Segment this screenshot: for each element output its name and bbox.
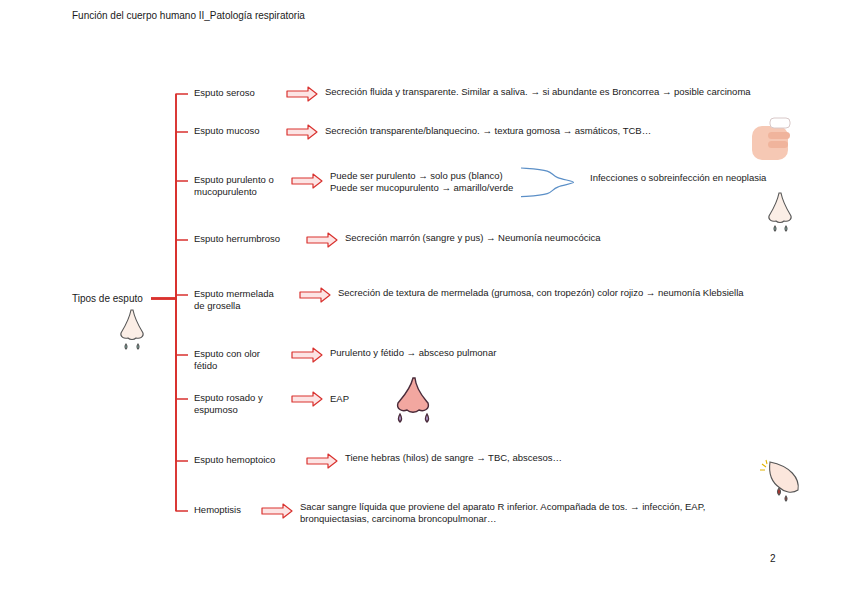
type-label: Esputo rosado y espumoso	[194, 392, 267, 417]
text-line: Puede ser purulento → solo pus (blanco)	[330, 170, 518, 182]
bracket-connector	[151, 299, 188, 400]
text-line: Esputo mermelada de grosella	[194, 288, 278, 313]
curly-brace	[521, 168, 574, 197]
description-text: Secreción de textura de mermelada (grumo…	[338, 287, 748, 299]
description-text: Sacar sangre líquida que proviene del ap…	[300, 501, 710, 526]
text-line: Secreción fluida y transparente. Similar…	[325, 86, 755, 98]
bracket-connector	[151, 132, 188, 299]
description-text: Secreción marrón (sangre y pus) → Neumon…	[345, 232, 605, 244]
type-label: Esputo hemoptoico	[194, 454, 280, 466]
text-line: Infecciones o sobreinfección en neoplasi…	[590, 172, 771, 184]
block-arrow	[307, 233, 337, 247]
description-text: Tiene hebras (hilos) de sangre → TBC, ab…	[345, 452, 567, 464]
text-line: Esputo rosado y espumoso	[194, 392, 267, 417]
block-arrow	[292, 174, 322, 188]
bracket-connector	[151, 299, 188, 462]
block-arrow	[300, 288, 330, 302]
block-arrow	[292, 392, 322, 406]
bleeding-nose-icon	[760, 460, 798, 501]
nose-icon	[121, 310, 143, 349]
nose-icon	[769, 193, 791, 231]
text-line: Secreción transparente/blanquecino. → te…	[325, 125, 656, 137]
bracket-connector	[151, 299, 188, 356]
text-line: Purulento y fétido → absceso pulmonar	[330, 347, 501, 359]
text-line: Sacar sangre líquida que proviene del ap…	[300, 501, 710, 526]
description-text: Secreción fluida y transparente. Similar…	[325, 86, 755, 98]
description-text: EAP	[330, 393, 354, 405]
block-arrow	[262, 504, 292, 518]
text-line: Tiene hebras (hilos) de sangre → TBC, ab…	[345, 452, 567, 464]
nose-icon	[398, 378, 429, 422]
note-text: Infecciones o sobreinfección en neoplasi…	[590, 172, 771, 184]
description-text: Puede ser purulento → solo pus (blanco)P…	[330, 170, 518, 195]
text-line: Esputo purulento o mucopurulento	[194, 174, 278, 199]
root-label: Tipos de esputo	[72, 292, 147, 305]
type-label: Esputo seroso	[194, 87, 259, 99]
text-line: Esputo herrumbroso	[194, 233, 285, 245]
description-text: Secreción transparente/blanquecino. → te…	[325, 125, 656, 137]
page-title: Función del cuerpo humano II_Patología r…	[72, 10, 305, 21]
bracket-connector	[151, 181, 188, 299]
type-label: Esputo herrumbroso	[194, 233, 285, 245]
type-label: Esputo con olor fétido	[194, 348, 265, 373]
text-line: Puede ser mucopurulento → amarillo/verde	[330, 182, 518, 194]
block-arrow	[307, 454, 337, 468]
text-line: Esputo con olor fétido	[194, 348, 265, 373]
type-label: Esputo mermelada de grosella	[194, 288, 278, 313]
type-label: Esputo purulento o mucopurulento	[194, 174, 278, 199]
hand-icon	[752, 118, 790, 160]
bracket-corner	[175, 94, 177, 511]
text-line: Esputo seroso	[194, 87, 259, 99]
block-arrow	[292, 348, 322, 362]
text-line: Hemoptisis	[194, 504, 245, 516]
bracket-connector	[151, 299, 188, 512]
bracket-connector	[151, 240, 188, 299]
type-label: Esputo mucoso	[194, 125, 264, 137]
text-line: Tipos de esputo	[72, 292, 147, 305]
description-text: Purulento y fétido → absceso pulmonar	[330, 347, 501, 359]
type-label: Hemoptisis	[194, 504, 245, 516]
block-arrow	[287, 125, 317, 139]
text-line: Secreción de textura de mermelada (grumo…	[338, 287, 748, 299]
bracket-connector	[151, 94, 188, 299]
text-line: Esputo hemoptoico	[194, 454, 280, 466]
block-arrow	[287, 87, 317, 101]
text-line: EAP	[330, 393, 354, 405]
page-number: 2	[770, 553, 776, 564]
text-line: Secreción marrón (sangre y pus) → Neumon…	[345, 232, 605, 244]
text-line: Esputo mucoso	[194, 125, 264, 137]
